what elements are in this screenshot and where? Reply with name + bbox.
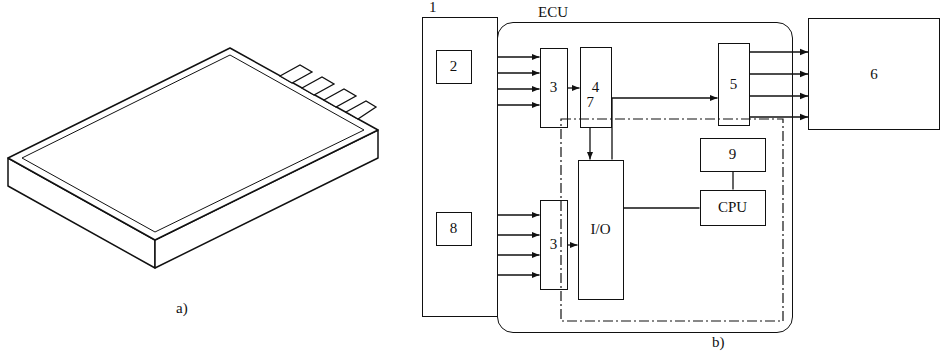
box-label: CPU	[718, 199, 747, 216]
box-label: 5	[730, 76, 738, 93]
signal-arrow	[498, 214, 540, 215]
input-circuit-box: 3	[540, 48, 568, 128]
box-label: 6	[870, 66, 878, 83]
signal-arrow	[750, 95, 809, 96]
housing-top-face	[8, 48, 378, 240]
box-label: 9	[729, 146, 737, 163]
sensor-box: 2	[436, 50, 472, 84]
signal-arrow	[498, 274, 540, 275]
input-circuit-box: 3	[540, 200, 568, 290]
signal-arrow	[750, 73, 809, 74]
signal-arrow	[568, 244, 578, 245]
signal-arrow	[498, 72, 540, 73]
signal-arrow	[498, 254, 540, 255]
signal-arrow	[750, 51, 809, 52]
ecu-box: ECU34537I/O9CPU	[497, 22, 793, 333]
signal-arrow	[498, 234, 540, 235]
cpu-box: CPU	[700, 190, 766, 226]
box-label: 2	[450, 58, 458, 75]
output-circuit-box: 5	[718, 43, 750, 126]
figure-label: b)	[712, 334, 725, 351]
box-heading: 1	[429, 0, 437, 16]
signal-arrow	[568, 87, 580, 88]
signal-arrow	[498, 56, 540, 57]
sensor-group-box: 128	[422, 17, 498, 317]
signal-arrow	[498, 104, 540, 105]
box-heading: 7	[587, 94, 595, 111]
signal-arrow	[589, 128, 590, 160]
signal-arrow	[498, 88, 540, 89]
bus-line	[732, 172, 733, 190]
box-heading: ECU	[538, 4, 568, 21]
box-label: 8	[450, 220, 458, 237]
io-box: I/O	[578, 160, 624, 300]
switch-box: 8	[436, 212, 472, 246]
connector-slots	[280, 65, 376, 119]
box-label: 3	[550, 236, 558, 253]
ad-converter-box: 4	[580, 47, 612, 128]
lid-edge	[22, 130, 364, 232]
actuator-box: 6	[808, 18, 940, 130]
signal-arrow	[750, 116, 809, 117]
bus-line	[624, 207, 700, 208]
box-label: I/O	[591, 221, 611, 238]
microcomputer-box: 7I/O9CPU	[560, 118, 784, 322]
box-label: 3	[550, 79, 558, 96]
figure-label: a)	[176, 300, 188, 317]
lid-edge	[22, 55, 364, 158]
box-label: 4	[592, 79, 600, 96]
memory-box: 9	[700, 138, 766, 172]
